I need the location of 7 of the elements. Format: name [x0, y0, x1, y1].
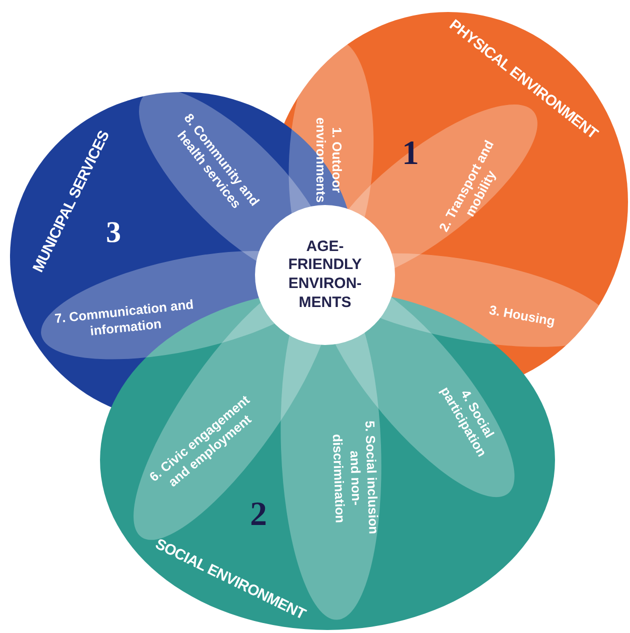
petal-label: 1. Outdoor environments [312, 101, 344, 219]
category-number: 3 [106, 218, 121, 248]
category-number: 1 [402, 137, 419, 171]
category-number: 2 [250, 498, 267, 532]
petal-label: 5. Social inclusion and non-discrimination [328, 413, 382, 543]
petal-label: 3. Housing [471, 299, 573, 333]
center-title: AGE- FRIENDLY ENVIRON- MENTS [287, 238, 363, 312]
